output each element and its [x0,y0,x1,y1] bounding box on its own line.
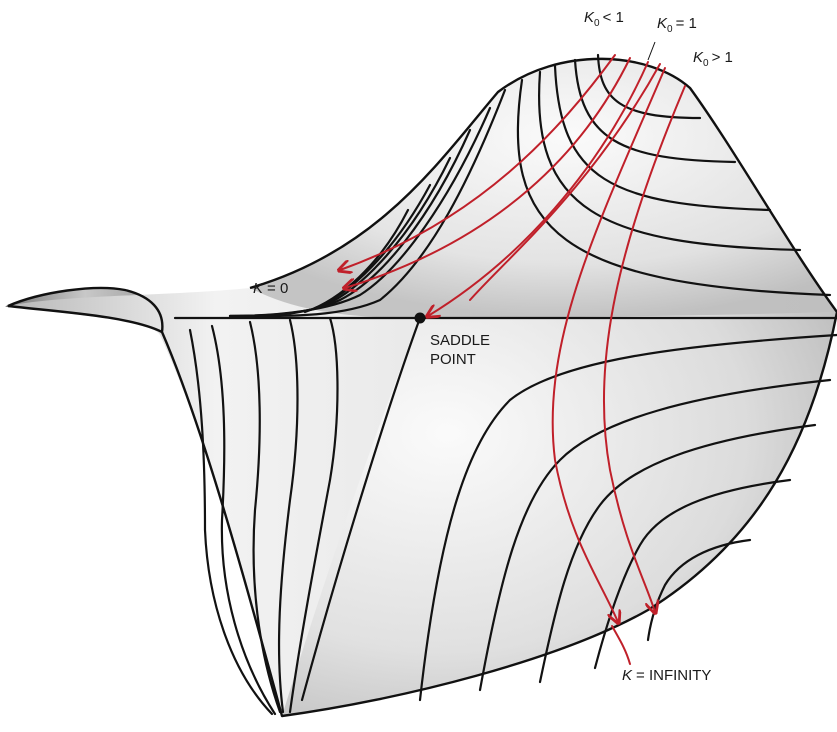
contour-upper-1 [596,53,702,120]
trajectory-k0-greater-2 [602,85,686,612]
trajectory-k0-less-1 [340,54,616,270]
contour-upper-left-1 [238,88,507,318]
label-k0-less-than-1: K0< 1 [584,9,624,29]
contour-lower-left-4 [210,324,277,716]
contour-upper-3 [553,64,772,212]
surface-upper-region [250,58,837,318]
contour-upper-4 [538,70,802,252]
label-k-infinity: K= INFINITY [622,667,711,684]
saddle-point-marker [414,312,426,324]
label-k0-equal-1: K0= 1 [657,15,697,35]
contour-lower-4 [593,478,792,670]
contour-upper-2 [573,58,737,164]
contour-lower-5 [646,538,752,642]
contour-separatrix-diagonal [300,316,422,702]
trajectory-k0-greater-3 [469,63,661,301]
label-k0-greater-than-1: K0> 1 [693,49,733,69]
label-k-equals-0: K= 0 [253,280,288,297]
surface [5,57,837,718]
contour-lower-left-5 [188,328,274,716]
contour-upper-left-6 [303,208,410,314]
trajectory-tail-1 [611,625,631,665]
surface-left-edge [7,304,163,334]
contour-lower-2 [478,378,832,692]
contour-lower-3 [538,423,817,684]
trajectory-k0-less-2 [345,57,631,288]
contour-lines [173,53,837,716]
k0-equal-leader [647,41,656,61]
label-saddle: SADDLE [430,332,490,349]
surface-lower-region [282,312,837,716]
trajectory-k0-equal [428,61,649,316]
contour-upper-left-4 [228,156,452,318]
contour-lower-left-1 [288,316,339,714]
contour-lower-1 [418,333,837,702]
contour-upper-5 [516,78,832,297]
trajectories [340,54,686,665]
trajectory-k0-greater-1 [551,67,666,622]
contour-lower-left-2 [277,318,299,714]
contour-lower-left-3 [248,320,282,714]
label-point: POINT [430,351,476,368]
